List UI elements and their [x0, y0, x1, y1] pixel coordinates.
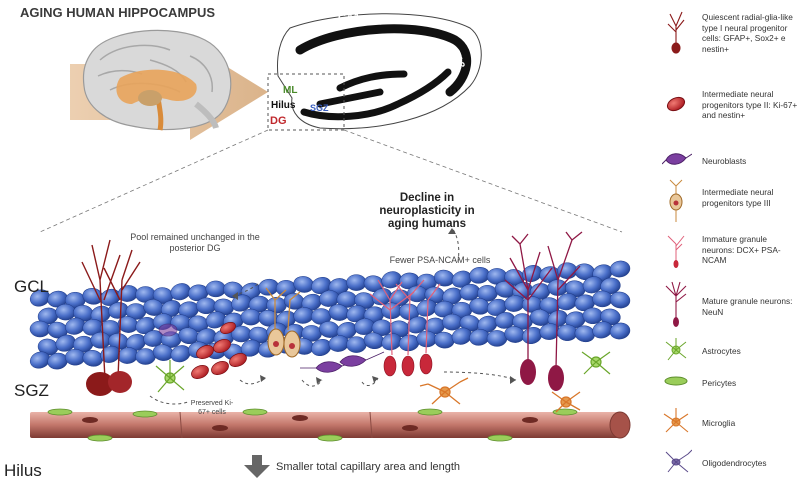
legend-item-pericytes: Pericytes [702, 378, 737, 388]
mature-granule-neuron-icon [665, 281, 687, 327]
microglia [419, 377, 581, 413]
granule-cell [55, 334, 76, 352]
oligodendrocyte-icon [665, 449, 692, 473]
astrocytes [155, 351, 611, 393]
granule-cell [557, 262, 578, 279]
hippocampus-section [267, 13, 482, 131]
granule-cell [160, 300, 182, 318]
radial-glia-somata [86, 371, 132, 396]
smaller-capillary-annotation: Smaller total capillary area and length [276, 461, 461, 473]
granule-cell [195, 297, 217, 315]
ml-label: ML [283, 85, 297, 96]
gcl-small-label: GCL [302, 90, 322, 100]
granule-cell [441, 313, 463, 331]
arrow-heads [232, 228, 516, 384]
intermediate-progenitor-type3-icon [669, 179, 683, 222]
granule-cell [600, 277, 621, 295]
hilus-small-label: Hilus [271, 100, 296, 111]
granule-cell [29, 289, 51, 307]
type2-progenitors [191, 321, 247, 379]
endothelial-nuclei [82, 415, 538, 431]
granule-cell [346, 336, 367, 353]
legend-item-radial-glia: Quiescent radial-glia-like type I neural… [702, 12, 793, 54]
immature-granule-neurons [369, 279, 441, 356]
granule-cell [29, 320, 51, 338]
legend-item-immature: Immature granule neurons: DCX+ PSA-NCAM [702, 234, 781, 265]
legend-item-oligodendrocytes: Oligodendrocytes [702, 458, 767, 468]
blood-vessel [30, 408, 631, 442]
granule-cell [522, 264, 543, 283]
granule-cell [205, 280, 227, 298]
pericytes [47, 408, 578, 442]
gcl-layer-label: GCL [14, 277, 49, 296]
granule-cell [592, 321, 613, 339]
microglia-icon [663, 408, 689, 433]
page-title: AGING HUMAN HIPPOCAMPUS [20, 5, 216, 20]
sgz-layer-label: SGZ [14, 381, 49, 400]
granule-cell [451, 327, 472, 345]
legend-item-type3: Intermediate neural progenitors type III [702, 187, 774, 208]
mature-somata [520, 359, 564, 391]
pericyte-icon [664, 376, 688, 386]
granule-cell [240, 308, 262, 326]
hilus-layer-label: Hilus [4, 461, 42, 480]
granule-cell [346, 274, 367, 291]
granule-cell [135, 348, 156, 365]
granule-cell [240, 339, 261, 357]
granule-cell [29, 351, 51, 369]
neuroblast-icon [662, 153, 692, 165]
granule-cell [592, 290, 613, 308]
granule-cell [582, 307, 604, 325]
granule-cell [609, 291, 631, 309]
granule-cell [407, 316, 428, 334]
legend-item-type2: Intermediate neural progenitors type II:… [702, 89, 798, 120]
fewer-psa-annotation: Fewer PSA-NCAM+ cells [389, 255, 491, 265]
type3-progenitors [265, 287, 301, 358]
radial-glia-icon [667, 11, 685, 54]
granule-cell [486, 330, 508, 347]
legend-item-microglia: Microglia [702, 418, 736, 428]
sgz-small-label: SGZ [310, 103, 329, 113]
mature-granule-neurons [504, 231, 583, 369]
radial-glia-cells [81, 239, 141, 381]
legend-icons [662, 11, 692, 473]
granule-cell [64, 348, 86, 366]
neuroblasts [158, 323, 385, 373]
intermediate-progenitor-type2-icon [666, 96, 686, 112]
preserved-ki67-annotation: Preserved Ki-67+ cells [190, 400, 234, 416]
pool-unchanged-annotation: Pool remained unchanged in the posterior… [130, 232, 260, 253]
granule-cell [55, 303, 76, 321]
granule-cell [371, 288, 392, 306]
granule-cell-layer [29, 260, 631, 370]
granule-cell [170, 283, 191, 301]
legend-item-neuroblasts: Neuroblasts [702, 156, 747, 166]
granule-cell [609, 322, 631, 340]
granule-cell [557, 324, 578, 341]
granule-cell [609, 260, 631, 278]
granule-cell [582, 276, 603, 294]
legend-item-astrocytes: Astrocytes [702, 346, 741, 356]
granule-cell [90, 332, 111, 349]
brain-illustration [82, 29, 232, 131]
immature-granule-neuron-icon [667, 235, 685, 268]
legend-item-mature: Mature granule neurons: NeuN [702, 296, 793, 317]
granule-cell [196, 328, 217, 346]
decline-annotation: Decline in neuroplasticity in aging huma… [379, 192, 475, 230]
dg-label: DG [270, 115, 287, 127]
immature-somata [383, 353, 433, 377]
down-arrow-icon [244, 455, 270, 478]
astrocyte-icon [665, 338, 687, 361]
ca1-label: CA1 [338, 12, 360, 24]
